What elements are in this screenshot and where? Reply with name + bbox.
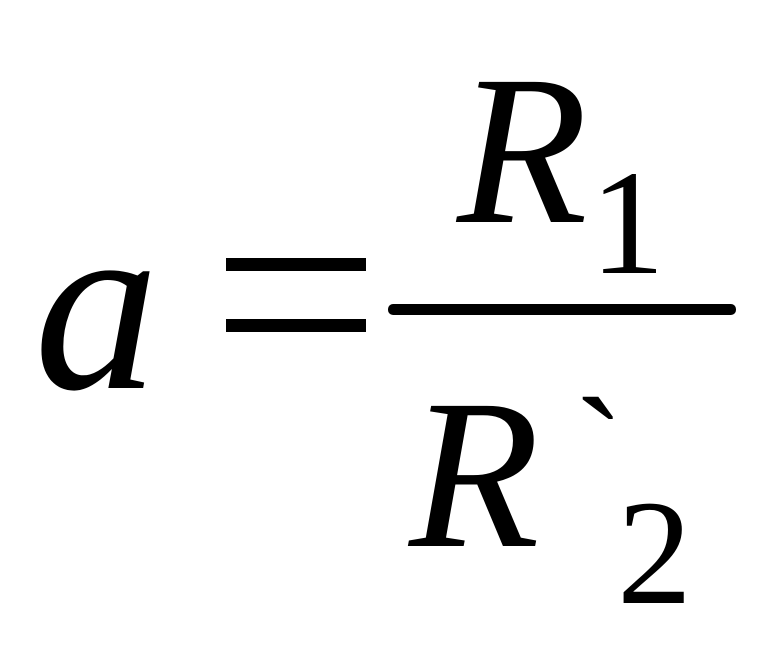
equals-top-bar [226,258,366,271]
variable-a: a [34,166,159,443]
numerator-symbol: R [457,32,588,269]
denominator-subscript: 2 [617,470,692,636]
denominator-symbol: R [409,356,540,593]
equals-bottom-bar [226,319,366,332]
fraction-bar [388,304,736,315]
equals-sign [226,258,366,332]
numerator-subscript: 1 [590,140,665,306]
denominator-mark: ` [574,368,624,534]
